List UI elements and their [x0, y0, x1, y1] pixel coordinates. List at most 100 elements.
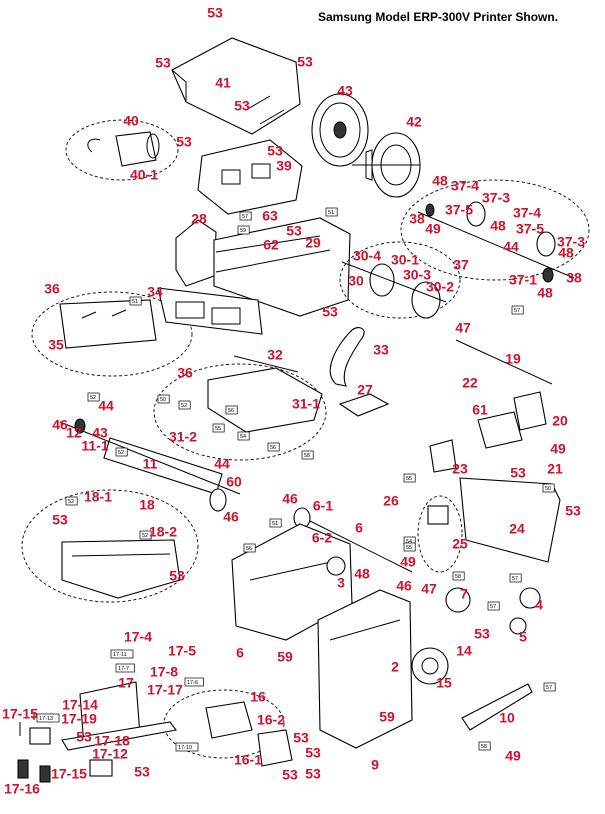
ref-tag: 57 — [543, 682, 556, 692]
callout-number: 63 — [262, 208, 278, 224]
ref-tag: 17-7 — [115, 663, 135, 673]
part-gear-3 — [326, 556, 346, 576]
callout-number: 20 — [552, 413, 568, 429]
callout-number: 2 — [391, 659, 399, 675]
callout-number: 48 — [490, 218, 506, 234]
callout-number: 46 — [52, 417, 68, 433]
callout-number: 49 — [400, 554, 416, 570]
part-shaft-6 — [295, 513, 413, 573]
ref-tag-label: 57 — [490, 604, 496, 610]
callout-number: 49 — [550, 441, 566, 457]
callout-number: 24 — [509, 521, 525, 537]
callout-number: 53 — [305, 766, 321, 782]
callout-number: 37-1 — [509, 272, 537, 288]
part-rod-32 — [233, 355, 299, 373]
callout-number: 53 — [565, 503, 581, 519]
ref-tag-box — [139, 530, 152, 540]
callout-number: 6-1 — [313, 498, 333, 514]
ref-tag-box — [36, 713, 60, 723]
ref-tag-box — [237, 225, 250, 235]
ref-tag: 56 — [225, 405, 238, 415]
callout-number: 39 — [276, 158, 292, 174]
callout-number: 37 — [453, 257, 469, 273]
ref-tag-label: 56 — [246, 546, 252, 552]
ref-tag: 17-13 — [36, 713, 60, 723]
callout-number: 7 — [460, 586, 468, 602]
ref-tag-label: 52 — [181, 403, 187, 409]
callout-number: 37-5 — [445, 202, 473, 218]
callout-number: 17-8 — [150, 664, 178, 680]
callout-number: 48 — [432, 173, 448, 189]
ref-tag-label: 55 — [406, 545, 412, 551]
callout-number: 47 — [455, 320, 471, 336]
ref-tag-box — [452, 571, 465, 581]
callout-number: 9 — [371, 757, 379, 773]
callout-number: 29 — [305, 235, 321, 251]
ref-tag: 57 — [511, 305, 524, 315]
callout-number: 30-1 — [391, 252, 419, 268]
ref-tag: 58 — [301, 450, 314, 460]
callout-number: 28 — [191, 211, 207, 227]
ref-tag-label: 54 — [240, 434, 246, 440]
callout-number: 44 — [214, 456, 230, 472]
ref-tag: 17-6 — [184, 677, 204, 687]
part-gear-5 — [509, 617, 527, 635]
callout-number: 53 — [474, 626, 490, 642]
ref-tag: 54 — [237, 431, 250, 441]
callout-number: 12 — [66, 425, 82, 441]
ref-tag: 17-11 — [110, 649, 134, 659]
part-block-23 — [429, 439, 457, 473]
callout-number: 17-15 — [2, 706, 38, 722]
callout-number: 18-1 — [84, 489, 112, 505]
ref-tag-label: 57 — [512, 576, 518, 582]
ref-tag-box — [178, 400, 191, 410]
ref-tag-label: 52 — [142, 533, 148, 539]
ref-tag-label: 56 — [270, 445, 276, 451]
callout-number: 59 — [277, 649, 293, 665]
callout-number: 18-2 — [149, 524, 177, 540]
ref-tag-label: 17-7 — [118, 666, 129, 672]
callout-number: 34 — [147, 284, 163, 300]
callout-number: 48 — [558, 245, 574, 261]
ref-tag-label: 17-11 — [113, 652, 127, 658]
callout-number: 53 — [207, 5, 223, 21]
callout-number: 25 — [452, 536, 468, 552]
callout-number: 26 — [383, 493, 399, 509]
callout-number: 17-12 — [92, 746, 128, 762]
diagram-title: Samsung Model ERP-300V Printer Shown. — [318, 10, 559, 24]
ref-tag-box — [237, 431, 250, 441]
callout-number: 31-2 — [169, 429, 197, 445]
callout-number: 14 — [456, 643, 472, 659]
part-block-61 — [477, 411, 523, 449]
ref-tag-box — [175, 742, 199, 752]
callout-number: 17-14 — [62, 697, 98, 713]
part-plate-24 — [459, 477, 561, 563]
callout-number: 17-19 — [61, 711, 97, 727]
callout-number: 53 — [510, 465, 526, 481]
part-chassis-28 — [175, 217, 351, 317]
ref-tag: 58 — [478, 741, 491, 751]
ref-tag: 51 — [269, 518, 282, 528]
callout-number: 43 — [92, 425, 108, 441]
ref-tag-box — [542, 483, 555, 493]
ref-tag: 50 — [157, 394, 170, 404]
ref-tag-box — [325, 207, 338, 217]
ref-tag-box — [509, 573, 522, 583]
callout-number: 49 — [425, 221, 441, 237]
part-motor-40 — [65, 119, 179, 181]
part-guide-18 — [21, 489, 199, 603]
callout-number: 53 — [286, 223, 302, 239]
callout-number: 30 — [348, 273, 364, 289]
callout-number: 37-5 — [516, 221, 544, 237]
ref-tag-box — [129, 296, 142, 306]
ref-tag-label: 54 — [406, 539, 412, 545]
ref-tag: 51 — [129, 296, 142, 306]
ref-tag: 50 — [542, 483, 555, 493]
ref-tag-box — [65, 496, 78, 506]
callout-number: 49 — [505, 748, 521, 764]
callout-number: 40 — [123, 113, 139, 129]
callout-number: 23 — [452, 461, 468, 477]
callout-number: 17-16 — [4, 781, 40, 797]
part-lever-10 — [461, 683, 533, 731]
ref-tag-box — [115, 663, 135, 673]
